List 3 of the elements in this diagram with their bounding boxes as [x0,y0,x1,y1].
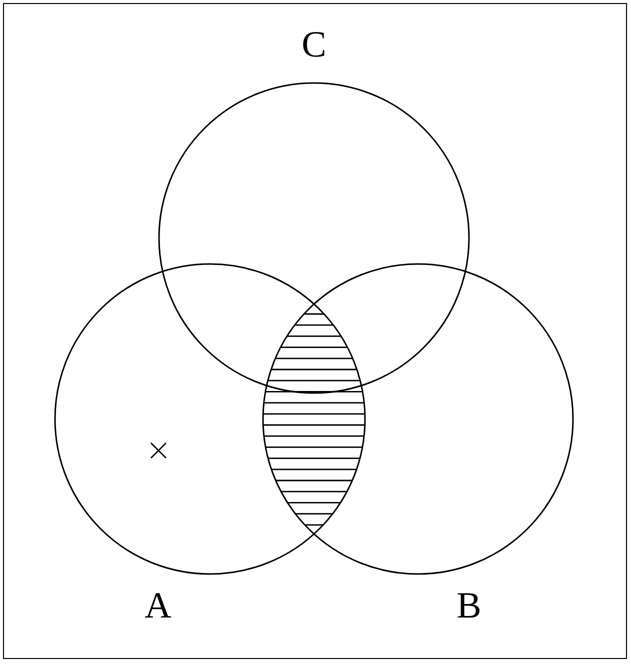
set-label: A [144,588,172,624]
set-label: C [302,26,326,64]
set-label: B [456,588,482,624]
